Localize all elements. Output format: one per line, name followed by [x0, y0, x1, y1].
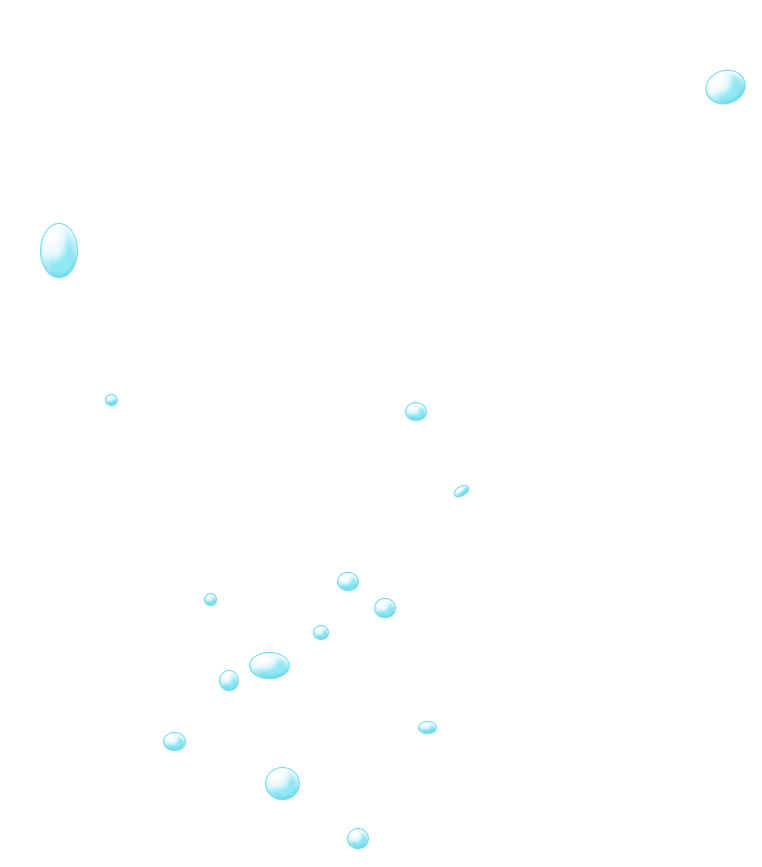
water-droplet [265, 767, 300, 800]
water-droplet [337, 572, 359, 591]
water-droplet [204, 593, 217, 606]
water-droplet [249, 652, 290, 679]
water-droplet [700, 64, 751, 110]
water-droplet [313, 625, 329, 640]
water-droplet [374, 598, 396, 618]
water-droplet [163, 732, 186, 751]
water-droplet [105, 394, 118, 406]
water-droplet [347, 828, 369, 849]
water-droplet [219, 670, 239, 691]
water-droplet [40, 223, 78, 278]
water-droplet [451, 482, 472, 500]
water-droplet [405, 402, 427, 421]
water-droplet [418, 721, 437, 734]
